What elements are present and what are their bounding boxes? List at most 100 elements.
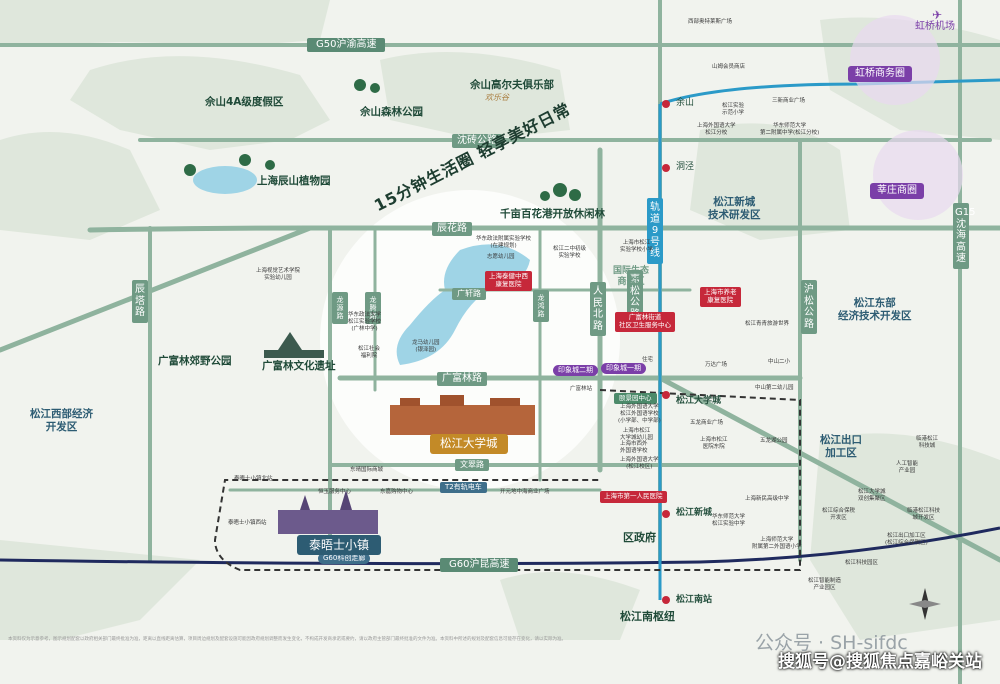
area-sheshan-resort: 佘山4A级度假区 [205,96,284,108]
poi-wanda: 万达广场 [705,362,728,368]
highway-g50-label: G50沪渝高速 [307,38,386,52]
area-guangfulin-park: 广富林郊野公园 [158,355,232,367]
station-markers [662,100,670,604]
compass-icon [909,588,941,620]
xinzhuang-circle [873,130,963,220]
poi-yinxiang2: 印象城二期 [553,365,598,376]
area-south-hub: 松江南枢纽 [620,610,675,623]
poi-yitou: 上海市第一人民医院 [600,491,667,503]
station-newcity: 松江新城 [676,508,713,518]
poi-kaiyuan: 开元地中海商业广场 [500,489,550,495]
area-chenshan: 上海辰山植物园 [257,175,331,187]
poi-waiguoyu: 上海外国语大学 松江分校 [697,123,736,136]
poi-jiali: 上海市养老 康复医院 [700,287,741,307]
poi-gft-clinic: 上海泰健中西 康复医院 [485,271,532,291]
highway-g15-label: G15沈海高速 [953,203,975,269]
poi-sanxin: 三新商业广场 [772,98,806,104]
g60-corridor-label: G60科创走廊 [318,553,371,564]
area-songjiang-east: 松江东部 经济技术开发区 [838,297,912,323]
poi-songjiang-sx: 上海市松江 实验学校小学 [620,240,654,253]
poi-wulong: 五龙商业广场 [690,420,724,426]
road-chenhua: 辰花路 [432,222,472,236]
poi-right5: 临港松江科技 城开发区 [907,508,941,521]
poi-right7: 松江科技园区 [845,560,879,566]
station-south: 松江南站 [676,595,713,605]
poi-thames-north: 泰晤士小镇北站 [234,476,273,482]
poi-sjwgy: 上海外国语大学 松江外国语学校 (小学部、中学部) [618,404,661,424]
poi-huaxi: 上海市西外 外国语学校 [620,441,648,454]
poi-thames-west: 泰晤士小镇西站 [228,520,267,526]
poi-hengfeng: 恒玉服务中心 [318,489,352,495]
area-mystery: 欢乐谷 [485,93,509,102]
road-wencui: 文翠路 [455,459,489,471]
xinzhuang-badge: 莘庄商圈 [870,183,924,199]
airplane-icon: ✈ [932,8,943,22]
station-dongjing: 洞泾 [676,162,695,172]
area-songjiang-export: 松江出口 加工区 [820,434,862,460]
poi-sjwgy-k: 上海市松江 大学城幼儿园 [620,428,654,441]
poi-dongjing: 东晴国际商城 [350,467,384,473]
road-guangfulin: 广富林路 [437,372,487,386]
poi-right1: 临港松江 科技城 [916,436,939,449]
road-chenta: 辰塔路 [132,280,148,323]
university-building [390,395,535,435]
poi-zhongshan-k: 中山第二幼儿园 [755,385,794,391]
poi-zhiyuan: 志愿幼儿园 [487,254,515,260]
metro-line9-label: 轨道9号线 [647,198,663,264]
poi-huadong: 华东师范大学 第二附属中学(松江分校) [760,123,820,136]
tree-icons [184,79,581,201]
poi-right6: 松江出口加工区 (松江综合保税区) [885,533,928,546]
hongqiao-badge: 虹桥商务圈 [848,66,912,82]
area-thames: 泰晤士小镇 [297,535,382,555]
poi-dongjia: 东嘉购物中心 [380,489,414,495]
area-songjiang-tech: 松江新城 技术研发区 [708,196,761,222]
thames-building [278,490,378,534]
poi-songjiang-social: 松江社会 福利院 [358,346,381,359]
t2-tram-line [213,389,801,571]
poi-sheshan-school: 松江实验 示范小学 [722,103,745,116]
poi-shanyi: 山姆会员商店 [712,64,746,70]
station-sheshan: 余山 [676,98,695,108]
poi-yinxiang1: 印象城一期 [601,363,646,374]
road-longteng: 龙腾路 [365,292,381,325]
watermark-text: 搜狐号@搜狐焦点嘉峪关站 [778,652,982,672]
area-sheshan-golf: 佘山高尔夫俱乐部 [470,79,554,91]
poi-yiyuan: 颐景园中心 [614,393,657,404]
poi-guangfu-ml: 广富林站 [570,386,593,392]
poi-huadong-zheng: 华东政法大学 松江实验学校 (广林中学) [348,312,382,332]
poi-songjiang-qm: 松江青青旅游世界 [745,321,790,327]
road-husong: 沪松公路 [801,280,817,334]
area-university-city: 松江大学城 [430,434,508,454]
chenshan-lake [193,166,257,194]
area-guangfulin-culture: 广富林文化遗址 [262,360,336,372]
road-renminbei: 人民北路 [590,282,606,336]
road-longhong: 龙鸿路 [533,290,549,323]
poi-right8: 松江智能制造 产业园区 [808,578,842,591]
airport-label: 虹桥机场 [915,21,955,32]
poi-sjgg: 上海外国语大学 (松江校区) [620,457,659,470]
poi-sjsh2: 上海师范大学 附属第二外国语小学 [752,537,802,550]
wechat-account-label: 公众号 · SH-sifdc [755,632,908,654]
poi-zhuzhai: 住宅 [642,357,654,363]
road-shenzhuan: 沈砖公路 [452,134,502,148]
hongqiao-circle [850,15,940,105]
poi-yangang: 华东政法附属实验学校 (在建规划) [476,236,532,249]
area-sheshan-forest: 佘山森林公园 [360,106,423,118]
road-longyuan: 龙源路 [332,292,348,325]
poi-wulong-park: 五龙湖公园 [760,438,788,444]
poi-huadong-fs: 华东师范大学 松江实验中学 [712,514,746,527]
road-guangxuan: 广轩路 [452,288,486,300]
area-intl-eco: 国际生态 商务区 [613,266,650,288]
area-district-gov: 区政府 [623,531,656,544]
poi-songjiang2: 松江二中初级 实验学校 [553,246,587,259]
culture-pagoda [264,332,324,358]
highway-g60-label: G60沪昆高速 [440,558,519,572]
poi-longhao: 龙马幼儿园 (银泽园) [412,340,440,353]
area-qianmu: 千亩百花港开放休闲林 [500,208,605,220]
highways [0,526,1000,566]
poi-right3: 松江大学城 双创集聚区 [858,489,886,502]
metro-blue-curve [659,78,1000,106]
disclaimer-text: 本资料仅为示意参考，图示规划配套以政府相关部门最终批准为准，距离以直线距离估算，… [8,637,566,642]
terrain-layer [0,0,1000,640]
